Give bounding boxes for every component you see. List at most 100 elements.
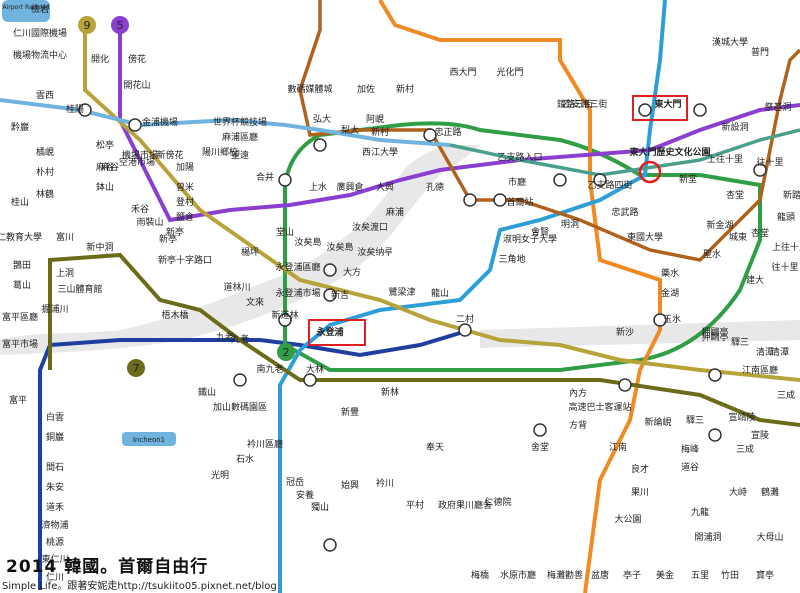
station-label-southwest-7: 舍堂 — [531, 441, 549, 453]
station-label-north_center-3: 梨大 — [341, 124, 359, 136]
station-label-far_right-8: 杏堂 — [751, 227, 769, 239]
station-label-center_west-15: 楊坪 — [241, 247, 259, 258]
station-label-north_center-7: 忠正路 — [434, 126, 461, 138]
station-label-north_center-1: 加佐 — [357, 83, 375, 95]
station-label-left_col-16: 濟物浦 — [41, 519, 68, 531]
station-label-east-5: 聖水 — [703, 248, 721, 260]
station-label-line9-3: 新傍花 — [156, 149, 183, 161]
highlight-box-dongdaemun — [632, 95, 688, 121]
highlight-ring-dongdaemun-history — [638, 160, 662, 184]
station-label-center-7: 汝矣島 — [326, 241, 353, 253]
station-label-top_left-0: 檢岩 — [31, 3, 49, 15]
station-label-southwest-11: 新論峴 — [644, 416, 671, 428]
station-label-center-11: 二村 — [456, 313, 474, 325]
station-label-bottom_row-2: 梅灘勸善 — [547, 569, 583, 581]
station-label-top_left-4: 桂陽 — [66, 103, 84, 115]
page-credit: Simple Life。跟著安妮走http://tsukiito05.pixne… — [2, 581, 277, 592]
station-label-center_west-0: 世界杯競技場 — [213, 116, 267, 128]
station-label-southwest-4: 新豐 — [341, 406, 359, 418]
station-label-east-20: 大峙 — [729, 486, 747, 498]
airport-label: Airport Railroad — [3, 4, 50, 11]
station-label-north_center-8: 西大門 — [449, 66, 476, 78]
station-label-north_center-4: 阿峴 — [366, 114, 384, 125]
station-label-east-13: 宣陵 — [751, 429, 769, 441]
station-label-center-8: 汝矣纳루 — [357, 246, 392, 258]
station-label-center-24: 驛三 — [731, 337, 749, 348]
station-label-center_west-2: 望遠 — [231, 149, 249, 161]
station-label-south-5: 安養 — [296, 489, 314, 501]
station-label-east-2: 往十里 — [756, 156, 783, 168]
station-label-center-5: 西江大學 — [362, 146, 398, 158]
station-label-bottom_row-0: 梅橋 — [471, 569, 489, 581]
line6-route — [298, 0, 800, 262]
station-label-line9-5: 麻谷 — [96, 161, 114, 173]
station-label-line9-12: 登村 — [176, 196, 194, 208]
station-label-left_col-2: 新中洞 — [86, 241, 113, 253]
station-label-left_col-11: 白雲 — [46, 411, 64, 423]
station-label-north_center-0: 數碼媒體城 — [287, 83, 332, 95]
page-caption: 2014 韓國。首爾自由行 — [6, 557, 209, 577]
incheon-badge: Incheon1 — [122, 432, 176, 446]
station-label-north_center-11: 乙支路入口 — [497, 151, 542, 163]
station-label-south-11: 政府果川廳舍 — [438, 499, 492, 511]
jungang-route — [449, 128, 800, 177]
route-badge-5: 5 — [111, 16, 129, 34]
station-label-bottom_row-3: 盆唐 — [591, 569, 609, 581]
station-label-east-21: 鶴灘 — [761, 486, 779, 498]
station-label-southwest-3: 大林 — [306, 363, 324, 375]
station-label-left_col-12: 銅巖 — [46, 431, 64, 443]
station-label-east-6: 建大 — [746, 274, 764, 286]
station-label-left_col-3: 鵲田 — [13, 259, 31, 271]
route-badge-7-label: 7 — [133, 362, 140, 375]
route-badge-9: 9 — [78, 16, 96, 34]
station-label-south-13: 果川 — [631, 487, 649, 498]
station-label-center-3: 廣興倉 — [336, 181, 363, 193]
station-label-left_col-19: 仁川 — [46, 571, 64, 583]
station-label-east-14: 驛三 — [686, 415, 704, 426]
station-label-top_left-2: 機場物流中心 — [13, 49, 67, 61]
station-label-top_left-3: 雲西 — [36, 90, 54, 101]
station-label-center_west-10: 永登浦 — [315, 326, 343, 338]
station-label-south-2: 石水 — [236, 453, 254, 465]
station-label-south-6: 獨山 — [311, 502, 329, 513]
station-label-center-20: 金湖 — [661, 287, 679, 299]
station-label-north_center-2: 新村 — [396, 83, 414, 95]
station-label-center-10: 龍山 — [431, 287, 449, 299]
station-label-southwest-2: 南九老 — [256, 363, 283, 375]
station-label-center_west-16: 道林川 — [223, 281, 250, 293]
station-label-southwest-6: 奉天 — [426, 441, 444, 453]
line4-route — [278, 0, 667, 593]
station-label-line9-10: 加陽 — [176, 162, 194, 173]
station-label-north_center-16: 東大門 — [654, 98, 681, 110]
station-label-southwest-0: 九老 — [216, 331, 234, 343]
station-label-top_left-9: 桂山 — [11, 196, 29, 208]
station-label-bottom_row-5: 美金 — [656, 569, 674, 581]
station-label-left_col-9: 富平市場 — [2, 338, 38, 350]
station-label-southwest-1: 加山數碼園區 — [213, 401, 267, 413]
station-label-top_left-5: 黔巖 — [11, 121, 29, 133]
station-label-east-8: 狎鷗亭 — [701, 331, 728, 343]
station-label-bottom_row-8: 寶亭 — [756, 569, 774, 581]
station-label-left_col-18: 東仁川 — [41, 553, 68, 565]
station-label-far_right-10: 三成 — [777, 389, 795, 401]
station-label-center-23: 狎鷗亭 — [701, 326, 728, 338]
station-label-south-12: 大公園 — [614, 513, 641, 525]
line9-route — [83, 30, 800, 382]
station-label-east-9: 清潭 — [756, 346, 774, 358]
station-label-center-9: 鷺梁津 — [388, 286, 415, 298]
line3-route — [378, 0, 662, 593]
line7-route — [48, 252, 800, 427]
station-label-line9-0: 開化 — [91, 53, 109, 65]
station-label-center_west-1: 麻浦區廳 — [222, 131, 258, 143]
station-label-line9-6: 鉢山 — [96, 181, 114, 193]
station-label-center_west-4: 堂山 — [276, 226, 294, 238]
station-label-south-8: 衿川 — [376, 477, 394, 489]
station-label-south-0: 鐵山 — [198, 386, 216, 398]
station-label-center_west-13: 九老 — [231, 333, 249, 345]
station-label-north_center-12: 乙支路三街 — [562, 98, 607, 110]
station-label-east-15: 道谷 — [681, 461, 699, 473]
station-label-east-18: 九龍 — [691, 506, 709, 518]
station-label-southwest-10: 高速巴士客運站 — [568, 401, 631, 413]
transfer-stations — [78, 103, 767, 552]
station-label-center-14: 首爾站 — [506, 196, 533, 208]
